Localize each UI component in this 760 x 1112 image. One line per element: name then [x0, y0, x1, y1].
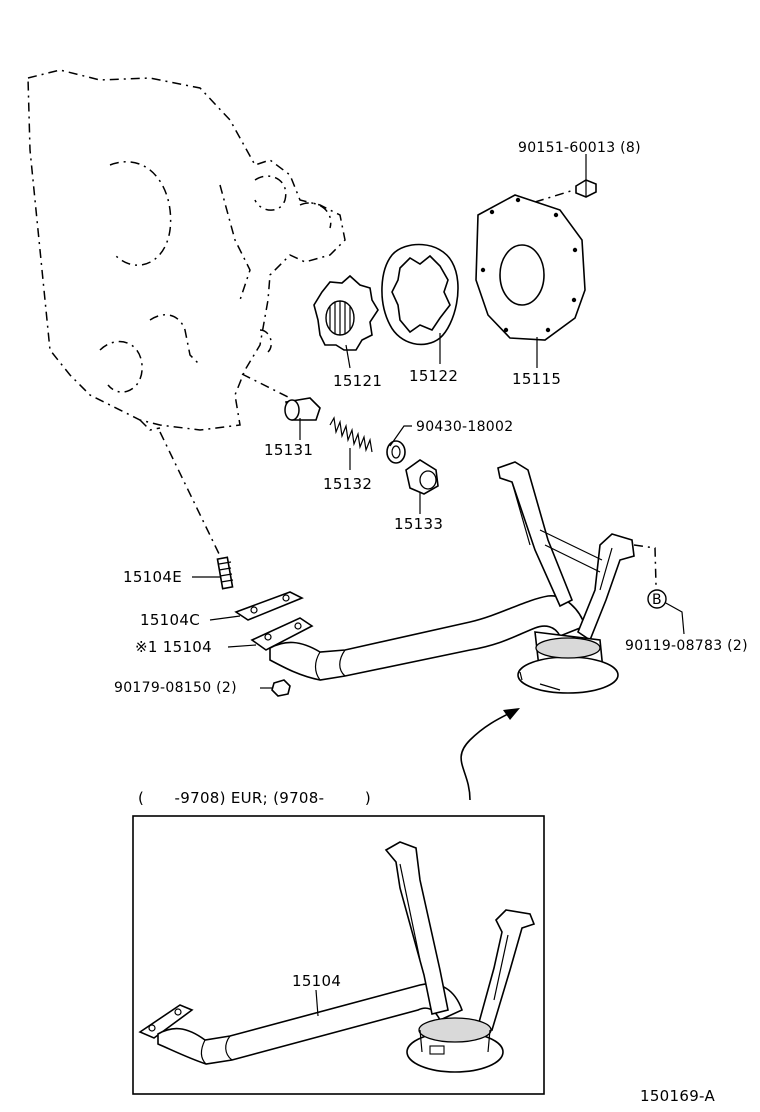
label-15122: 15122 [409, 367, 458, 385]
inset-box [132, 815, 545, 1095]
gasket-15104C[interactable] [234, 591, 304, 621]
label-15131: 15131 [264, 441, 313, 459]
stud-15104E[interactable] [216, 556, 234, 590]
bolt-90151[interactable] [575, 179, 597, 198]
label-15121: 15121 [333, 372, 382, 390]
nut-90179[interactable] [260, 679, 291, 697]
label-15132: 15132 [323, 475, 372, 493]
label-bolt-90151: 90151-60013 (8) [518, 140, 641, 156]
spring-15132[interactable] [329, 416, 373, 453]
inset-arrow [460, 708, 520, 801]
driven-rotor-15122[interactable] [381, 243, 459, 346]
label-gasket-90430: 90430-18002 [416, 419, 513, 435]
label-15115: 15115 [512, 370, 561, 388]
label-15133: 15133 [394, 515, 443, 533]
label-inset-15104: 15104 [292, 972, 341, 990]
leader-lines [192, 154, 685, 648]
oil-strainer-15104[interactable] [250, 461, 635, 694]
label-15104: ※1 15104 [135, 638, 212, 656]
plug-15133[interactable] [405, 459, 439, 495]
inset-leader-line [315, 989, 319, 1017]
drive-rotor-15121[interactable] [313, 274, 379, 351]
label-nut-90179: 90179-08150 (2) [114, 680, 237, 696]
label-bolt-90119: 90119-08783 (2) [625, 638, 748, 654]
ref-b-marker: B [647, 589, 667, 609]
pump-cover-15115[interactable] [475, 194, 586, 341]
engine-block-outline [27, 69, 657, 586]
label-15104C: 15104C [140, 611, 200, 629]
gasket-90430[interactable] [386, 440, 406, 464]
ref-b-letter: B [652, 592, 662, 608]
inset-caption: ( -9708) EUR; (9708- ) [138, 789, 371, 807]
relief-valve-15131[interactable] [284, 397, 321, 421]
inset-strainer-15104[interactable] [138, 841, 536, 1073]
figure-id: 150169-A [640, 1087, 715, 1105]
label-15104E: 15104E [123, 568, 182, 586]
